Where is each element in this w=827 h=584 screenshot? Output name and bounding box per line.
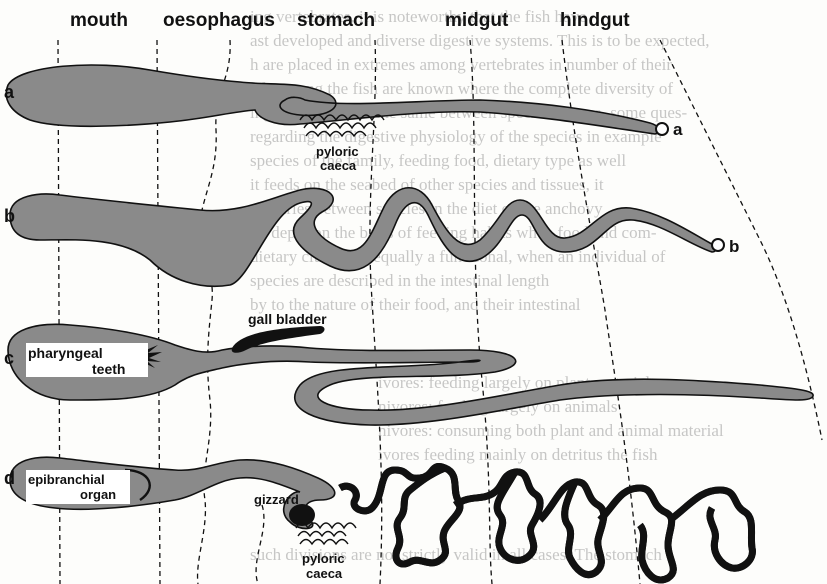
region-label-hindgut: hindgut <box>560 10 630 31</box>
epibranchial-organ-label-line2: organ <box>80 487 116 502</box>
row-label-b: b <box>4 206 15 226</box>
background-text-line: ivores feeding mainly on detritus the fi… <box>378 445 658 464</box>
background-text-line: species are described in the intestinal … <box>250 271 550 290</box>
pyloric-caeca-d-label-line2: caeca <box>306 566 343 581</box>
pharyngeal-teeth-label-line2: teeth <box>92 361 125 377</box>
end-label-b: b <box>729 237 739 256</box>
gizzard-label: gizzard <box>254 492 299 507</box>
background-text-line: nivores: consuming both plant and animal… <box>378 421 724 440</box>
background-text-line: species of the family, feeding food, die… <box>250 151 626 170</box>
pyloric-caeca-d-label-line1: pyloric <box>302 551 345 566</box>
gut-row-a <box>6 65 668 136</box>
divider-oesophagus-stomach <box>198 40 231 584</box>
region-label-stomach: stomach <box>297 10 375 31</box>
background-text-line: regarding the digestive physiology of th… <box>250 127 662 146</box>
background-text-line: h are placed in extremes among vertebrat… <box>250 55 672 74</box>
row-label-a: a <box>4 82 15 102</box>
epibranchial-organ-label-line1: epibranchial <box>28 472 105 487</box>
background-text-line: ast developed and diverse digestive syst… <box>250 31 710 50</box>
pyloric-caeca-a-label-line2: caeca <box>320 158 357 173</box>
pyloric-caeca-a-label-line1: pyloric <box>316 144 359 159</box>
region-label-mouth: mouth <box>70 10 128 31</box>
region-label-oesophagus: oesophagus <box>163 10 275 31</box>
gut-a-end <box>656 123 668 135</box>
end-label-a: a <box>673 120 683 139</box>
pharyngeal-teeth-label-line1: pharyngeal <box>28 345 103 361</box>
region-label-midgut: midgut <box>445 10 509 31</box>
row-label-d: d <box>4 468 15 488</box>
row-label-c: c <box>4 348 14 368</box>
gut-b-end <box>712 239 724 251</box>
gall-bladder-label: gall bladder <box>248 311 327 327</box>
